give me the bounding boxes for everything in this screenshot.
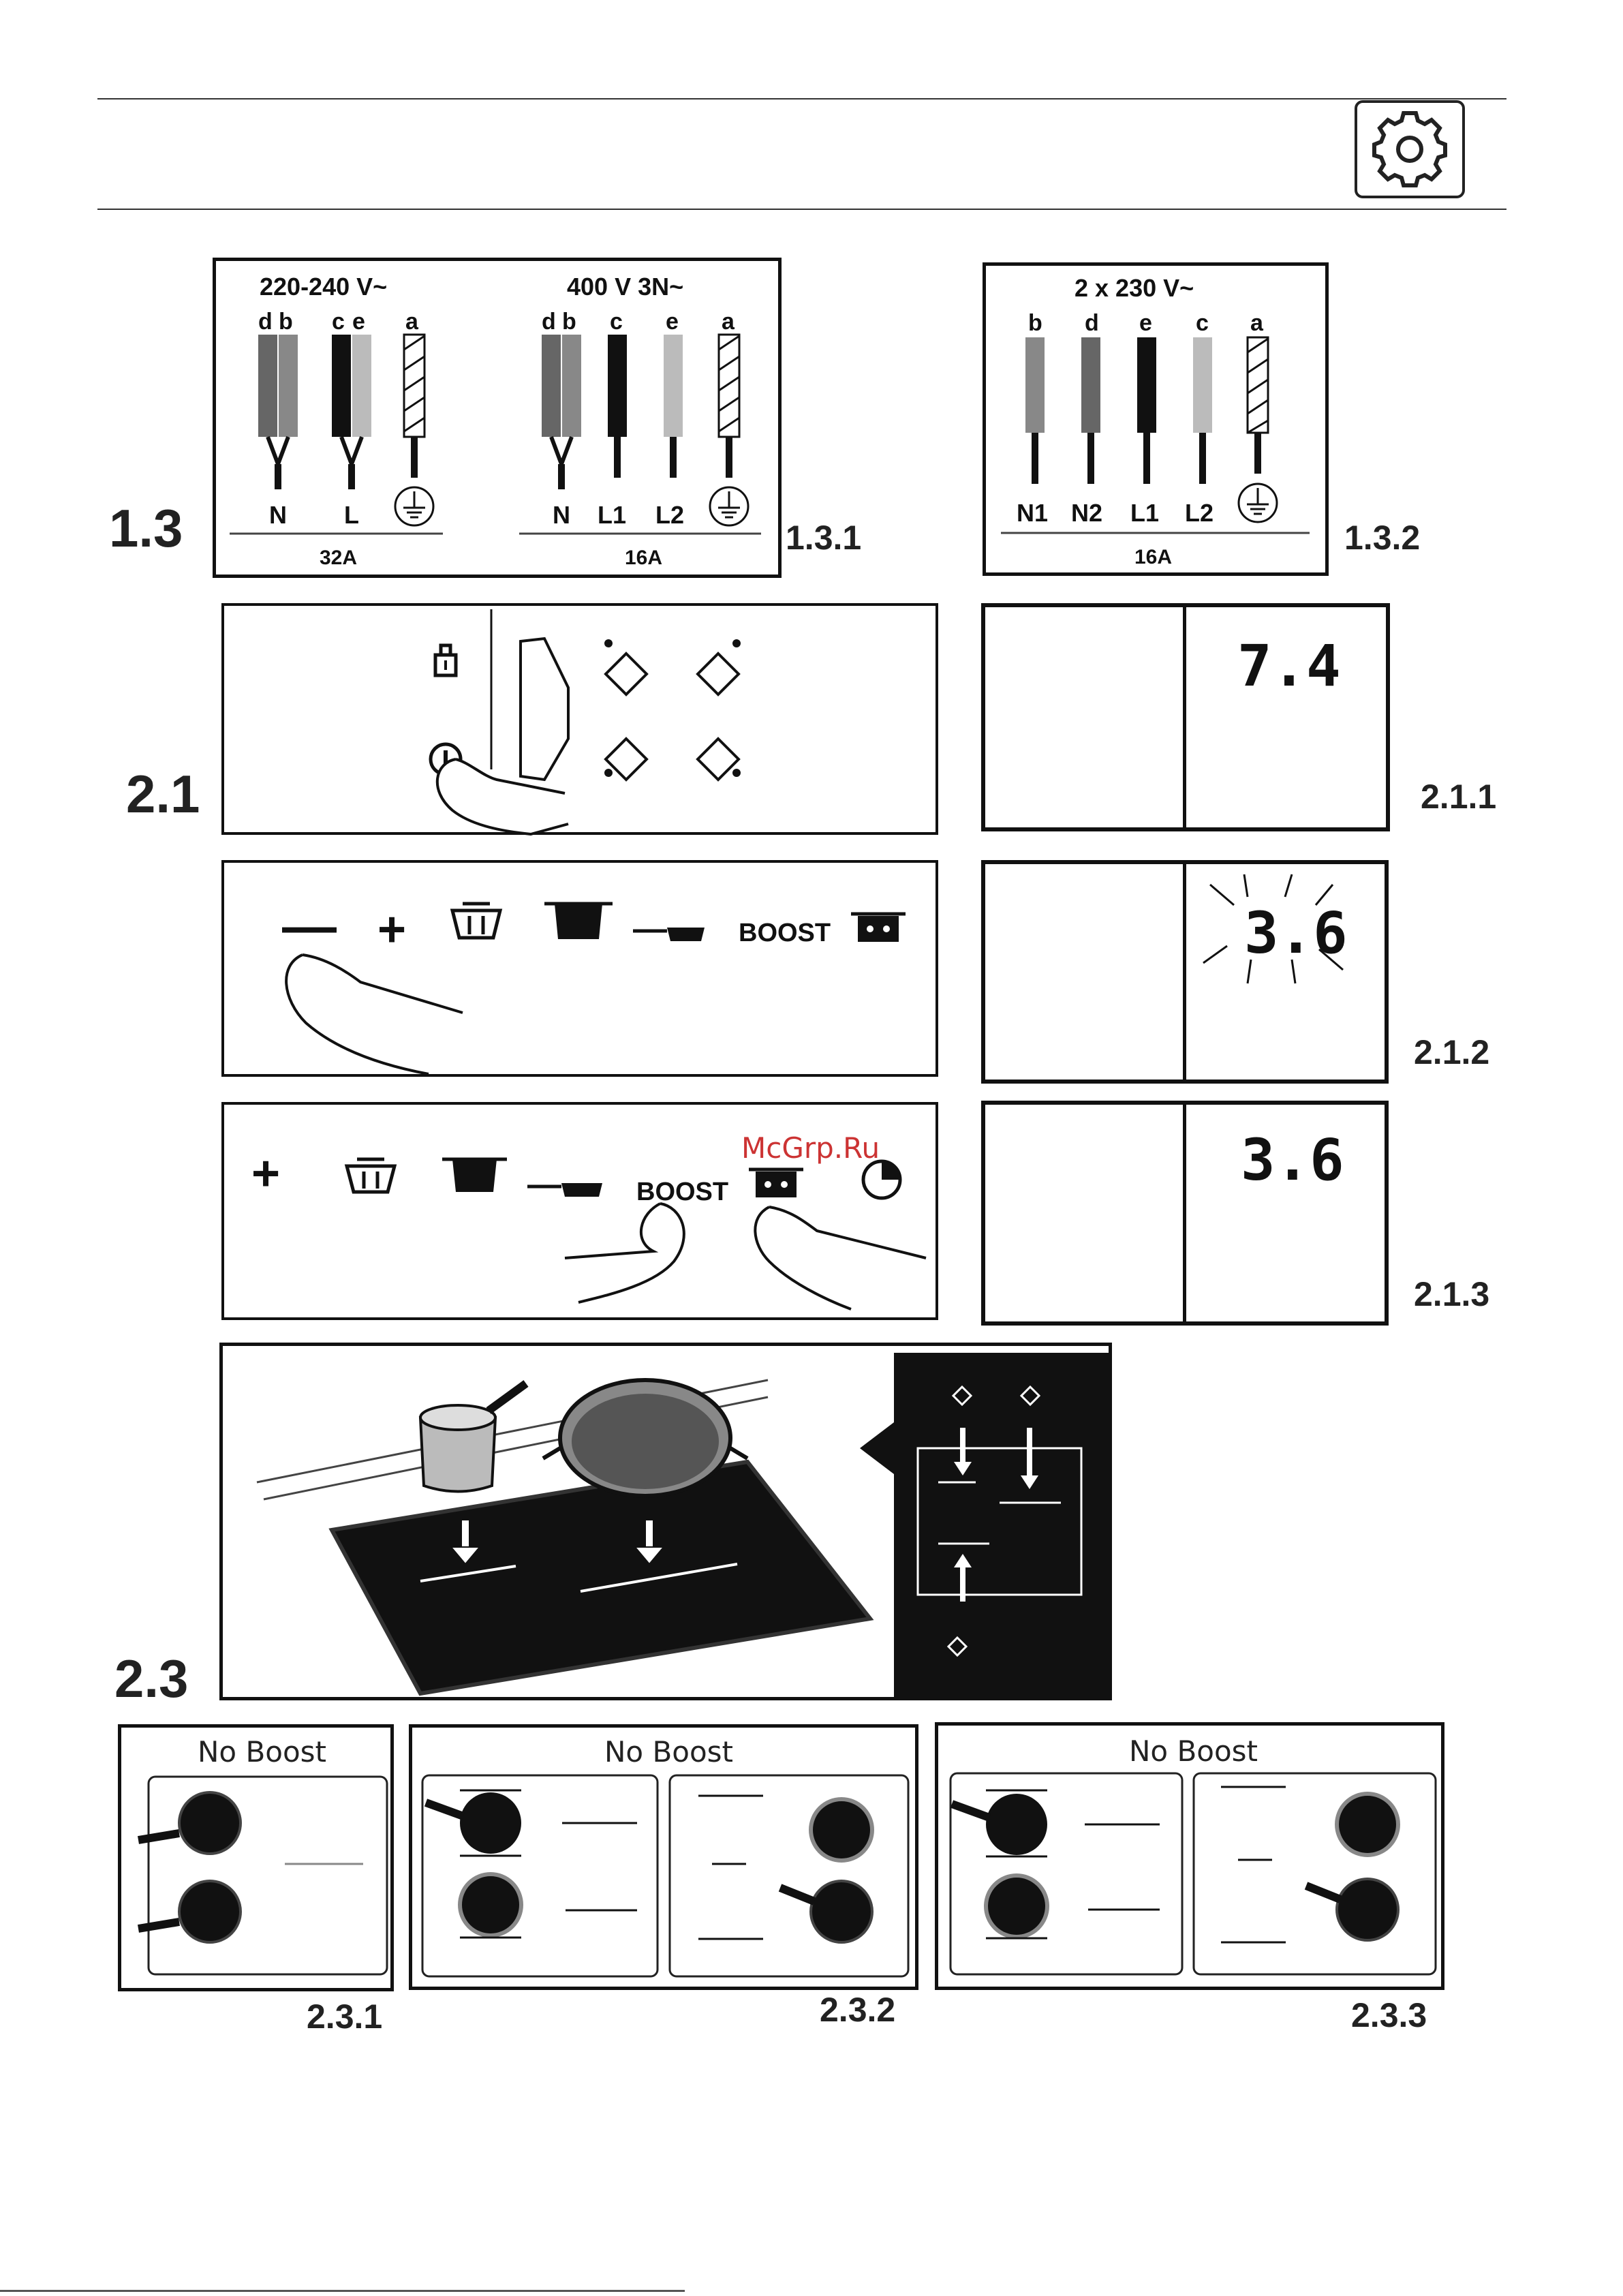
zone-indicator-icons (606, 641, 739, 780)
finger-pointer (755, 1207, 926, 1309)
section-label-2-1: 2.1 (126, 763, 200, 825)
wiring-diagram-1-3-1: 220-240 V~ 400 V 3N~ d b c e a N L 32A d (213, 258, 782, 578)
keep-warm-pot-icon (347, 1159, 395, 1192)
plus-button: + (377, 902, 406, 957)
pot-icon (811, 1799, 872, 1861)
pot-icon (952, 1794, 1047, 1855)
terminal-label: L1 (598, 501, 626, 529)
pan-icon (527, 1183, 602, 1197)
figure-label-2-1-3: 2.1.3 (1414, 1274, 1489, 1314)
voltage-label: 2 x 230 V~ (1075, 274, 1194, 302)
ground-icon (1239, 484, 1277, 522)
gear-icon (1355, 100, 1465, 198)
pot-icon (138, 1792, 241, 1854)
pot-icon (426, 1792, 521, 1854)
svg-text:16A: 16A (1134, 546, 1172, 568)
wire-letter: d (542, 309, 556, 335)
bridge-icon (851, 914, 906, 942)
svg-text:N1: N1 (1017, 499, 1048, 527)
pot-icon (460, 1874, 521, 1935)
wire-letter: b (562, 309, 576, 335)
display-2-1-3: 3.6 (981, 1101, 1389, 1326)
saucepan-icon (420, 1383, 526, 1492)
zone-panel (894, 1353, 1111, 1699)
ground-icon (395, 487, 433, 525)
svg-text:a: a (1250, 310, 1264, 336)
svg-text:N2: N2 (1071, 499, 1102, 527)
svg-text:e: e (1139, 310, 1152, 336)
panel-title: No Boost (198, 1735, 326, 1769)
pot-icon (442, 1159, 507, 1192)
minus-button: — (282, 896, 337, 956)
terminal-label: L2 (655, 501, 684, 529)
svg-text:d: d (1085, 310, 1099, 336)
finger-pointer (286, 955, 463, 1074)
boost-panel-2-3-3: No Boost (935, 1722, 1444, 1990)
figure-label-2-3-2: 2.3.2 (820, 1990, 895, 2030)
pot-icon (986, 1876, 1047, 1937)
voltage-label-2: 400 V 3N~ (567, 273, 683, 301)
footer-rule (0, 2290, 685, 2292)
figure-label-1-3-1: 1.3.1 (786, 518, 861, 557)
panel-title: No Boost (1129, 1734, 1258, 1768)
wire-letter: b (279, 309, 293, 335)
pot-icon (544, 904, 613, 939)
terminal-label: N (269, 501, 287, 529)
figure-label-2-3-1: 2.3.1 (307, 1997, 382, 2036)
boost-panel-2-3-1: No Boost (118, 1724, 394, 1991)
header-top-rule (97, 98, 1506, 100)
svg-text:L1: L1 (1130, 499, 1159, 527)
watermark: McGrp.Ru (741, 1131, 880, 1165)
svg-text:L2: L2 (1185, 499, 1214, 527)
figure-label-2-3-3: 2.3.3 (1351, 1995, 1427, 2035)
wire-letter: a (722, 309, 735, 335)
boost-button: BOOST (739, 919, 831, 947)
boost-panel-2-3-2: No Boost (409, 1724, 918, 1990)
panel-title: No Boost (604, 1735, 733, 1769)
figure-label-2-1-2: 2.1.2 (1414, 1032, 1489, 1072)
wire-letter: c (610, 309, 623, 335)
rating-label-2: 16A (625, 547, 662, 569)
pan-icon (633, 928, 705, 941)
figure-label-2-1-1: 2.1.1 (1421, 777, 1496, 816)
display-2-1-2: 3.6 (981, 860, 1389, 1084)
plus-button: + (251, 1146, 280, 1201)
header-bottom-rule (97, 209, 1506, 210)
finger-pointer (565, 1204, 684, 1302)
pot-icon (1306, 1879, 1398, 1940)
svg-text:b: b (1028, 310, 1042, 336)
pot-icon (1337, 1794, 1398, 1855)
ground-icon (710, 487, 748, 525)
wire-letter: e (666, 309, 679, 335)
pot-icon (780, 1881, 872, 1942)
display-value: 3.6 (1241, 1127, 1344, 1193)
voltage-label-1: 220-240 V~ (260, 273, 387, 301)
display-value: 3.6 (1244, 900, 1348, 966)
terminal-label: L (344, 501, 359, 529)
bridge-icon (749, 1169, 803, 1197)
lock-icon (435, 645, 456, 675)
keep-warm-pot-icon (452, 904, 500, 938)
wire-letter: d (258, 309, 273, 335)
svg-text:c: c (1196, 310, 1209, 336)
display-2-1-1: 7.4 (981, 603, 1390, 831)
section-label-1-3: 1.3 (109, 498, 183, 560)
figure-label-1-3-2: 1.3.2 (1344, 518, 1420, 557)
timer-icon (863, 1161, 900, 1198)
hob-illustration (219, 1343, 1112, 1700)
pot-icon (138, 1881, 241, 1942)
boost-button: BOOST (636, 1178, 728, 1206)
wire-letter: e (352, 309, 365, 335)
rating-label-1: 32A (320, 547, 357, 569)
wire-letter: c (332, 309, 345, 335)
control-panel-minus: — + BOOST (221, 860, 938, 1077)
section-label-2-3: 2.3 (114, 1648, 188, 1710)
control-panel-power (221, 603, 938, 835)
wiring-diagram-1-3-2: 2 x 230 V~ b d e c a N1 N2 L1 L2 16A (983, 262, 1329, 576)
slider-icon (521, 639, 568, 780)
hob-surface (332, 1462, 870, 1694)
wire-letter: a (405, 309, 419, 335)
terminal-label: N (553, 501, 570, 529)
display-value: 7.4 (1237, 632, 1341, 699)
